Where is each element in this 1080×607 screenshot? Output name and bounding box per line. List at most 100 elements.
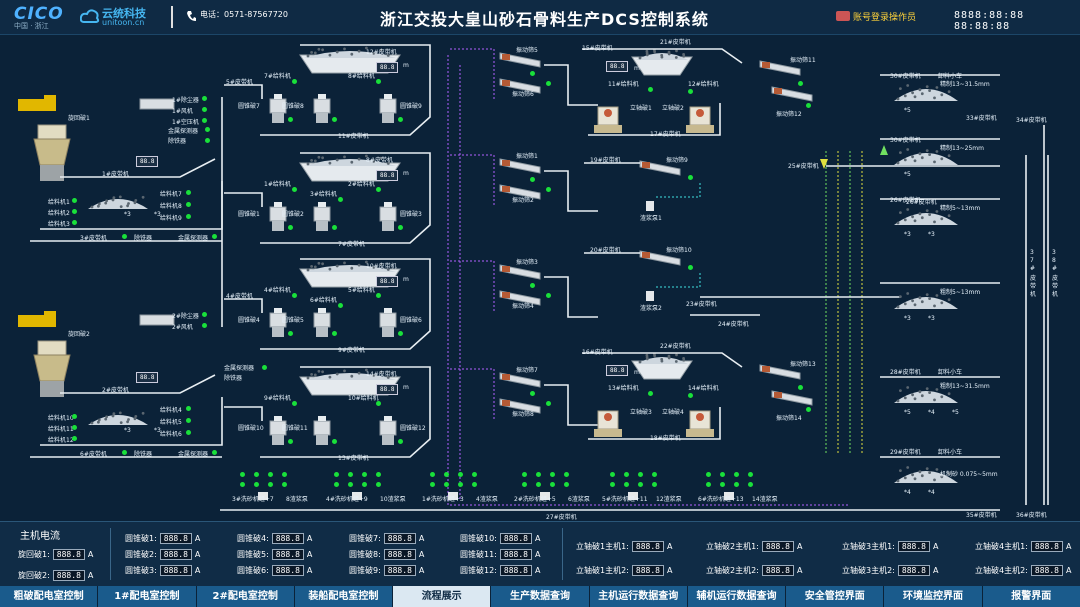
feeder-status[interactable] bbox=[186, 190, 191, 195]
washer-status[interactable] bbox=[444, 482, 449, 487]
screen-status[interactable] bbox=[798, 81, 803, 86]
washer-status[interactable] bbox=[444, 472, 449, 477]
feeder-status[interactable] bbox=[376, 79, 381, 84]
washer-status[interactable] bbox=[706, 472, 711, 477]
screen-status[interactable] bbox=[546, 401, 551, 406]
washer-status[interactable] bbox=[458, 482, 463, 487]
screen-status[interactable] bbox=[530, 177, 535, 182]
iron-remover-status[interactable] bbox=[205, 138, 210, 143]
feeder-status[interactable] bbox=[648, 87, 653, 92]
washer-status[interactable] bbox=[748, 472, 753, 477]
feeder-status[interactable] bbox=[186, 214, 191, 219]
feeder-status[interactable] bbox=[186, 406, 191, 411]
feeder-status[interactable] bbox=[292, 293, 297, 298]
nav-tab[interactable]: 流程展示 bbox=[393, 586, 492, 607]
dust-equipment-status[interactable] bbox=[202, 107, 207, 112]
washer-status[interactable] bbox=[734, 472, 739, 477]
washer-status[interactable] bbox=[240, 472, 245, 477]
detector-status[interactable] bbox=[205, 127, 210, 132]
feeder-status[interactable] bbox=[338, 197, 343, 202]
cone-crusher-status[interactable] bbox=[288, 331, 293, 336]
cone-crusher-status[interactable] bbox=[332, 331, 337, 336]
cone-crusher-status[interactable] bbox=[288, 117, 293, 122]
screen-status[interactable] bbox=[798, 385, 803, 390]
washer-status[interactable] bbox=[254, 472, 259, 477]
washer-status[interactable] bbox=[550, 472, 555, 477]
cone-crusher-status[interactable] bbox=[332, 439, 337, 444]
washer-status[interactable] bbox=[536, 472, 541, 477]
detector-status[interactable] bbox=[212, 234, 217, 239]
washer-status[interactable] bbox=[652, 482, 657, 487]
feeder-status[interactable] bbox=[648, 391, 653, 396]
feeder-status[interactable] bbox=[688, 393, 693, 398]
cone-crusher-status[interactable] bbox=[332, 117, 337, 122]
dust-equipment-status[interactable] bbox=[202, 96, 207, 101]
washer-status[interactable] bbox=[376, 472, 381, 477]
cone-crusher-status[interactable] bbox=[398, 439, 403, 444]
washer-status[interactable] bbox=[268, 472, 273, 477]
washer-status[interactable] bbox=[348, 472, 353, 477]
feeder-status[interactable] bbox=[72, 414, 77, 419]
feeder-status[interactable] bbox=[72, 209, 77, 214]
nav-tab[interactable]: 粗破配电室控制 bbox=[0, 586, 99, 607]
washer-status[interactable] bbox=[564, 482, 569, 487]
screen-status[interactable] bbox=[688, 175, 693, 180]
screen-status[interactable] bbox=[546, 293, 551, 298]
screen-status[interactable] bbox=[530, 283, 535, 288]
feeder-status[interactable] bbox=[338, 303, 343, 308]
cone-crusher-status[interactable] bbox=[398, 117, 403, 122]
feeder-status[interactable] bbox=[292, 79, 297, 84]
washer-status[interactable] bbox=[240, 482, 245, 487]
washer-status[interactable] bbox=[348, 482, 353, 487]
nav-tab[interactable]: 2#配电室控制 bbox=[196, 586, 295, 607]
washer-status[interactable] bbox=[282, 472, 287, 477]
screen-status[interactable] bbox=[546, 187, 551, 192]
washer-status[interactable] bbox=[282, 482, 287, 487]
feeder-status[interactable] bbox=[72, 425, 77, 430]
washer-status[interactable] bbox=[362, 472, 367, 477]
washer-status[interactable] bbox=[610, 482, 615, 487]
feeder-status[interactable] bbox=[186, 202, 191, 207]
dust-equipment-status[interactable] bbox=[202, 118, 207, 123]
washer-status[interactable] bbox=[254, 482, 259, 487]
nav-tab[interactable]: 报警界面 bbox=[982, 586, 1080, 607]
feeder-status[interactable] bbox=[72, 198, 77, 203]
cone-crusher-status[interactable] bbox=[288, 225, 293, 230]
washer-status[interactable] bbox=[720, 482, 725, 487]
washer-status[interactable] bbox=[268, 482, 273, 487]
washer-status[interactable] bbox=[522, 482, 527, 487]
feeder-status[interactable] bbox=[186, 430, 191, 435]
feeder-status[interactable] bbox=[186, 418, 191, 423]
washer-status[interactable] bbox=[624, 472, 629, 477]
washer-status[interactable] bbox=[334, 472, 339, 477]
nav-tab[interactable]: 装船配电室控制 bbox=[294, 586, 394, 607]
washer-status[interactable] bbox=[376, 482, 381, 487]
feeder-status[interactable] bbox=[292, 401, 297, 406]
login-button[interactable]: 账号登录操作员 bbox=[836, 10, 916, 23]
feeder-status[interactable] bbox=[292, 187, 297, 192]
feeder-status[interactable] bbox=[688, 89, 693, 94]
screen-status[interactable] bbox=[806, 407, 811, 412]
washer-status[interactable] bbox=[458, 472, 463, 477]
washer-status[interactable] bbox=[472, 482, 477, 487]
washer-status[interactable] bbox=[550, 482, 555, 487]
cone-crusher-status[interactable] bbox=[288, 439, 293, 444]
washer-status[interactable] bbox=[734, 482, 739, 487]
feeder-status[interactable] bbox=[376, 293, 381, 298]
nav-tab[interactable]: 安全管控界面 bbox=[786, 586, 885, 607]
washer-status[interactable] bbox=[610, 472, 615, 477]
washer-status[interactable] bbox=[334, 482, 339, 487]
cone-crusher-status[interactable] bbox=[398, 225, 403, 230]
cone-crusher-status[interactable] bbox=[332, 225, 337, 230]
washer-status[interactable] bbox=[624, 482, 629, 487]
washer-status[interactable] bbox=[430, 482, 435, 487]
feeder-status[interactable] bbox=[376, 401, 381, 406]
iron-remover-status[interactable] bbox=[122, 234, 127, 239]
washer-status[interactable] bbox=[706, 482, 711, 487]
washer-status[interactable] bbox=[720, 472, 725, 477]
nav-tab[interactable]: 1#配电室控制 bbox=[98, 586, 197, 607]
nav-tab[interactable]: 辅机运行数据查询 bbox=[687, 586, 787, 607]
washer-status[interactable] bbox=[652, 472, 657, 477]
washer-status[interactable] bbox=[430, 472, 435, 477]
washer-status[interactable] bbox=[472, 472, 477, 477]
